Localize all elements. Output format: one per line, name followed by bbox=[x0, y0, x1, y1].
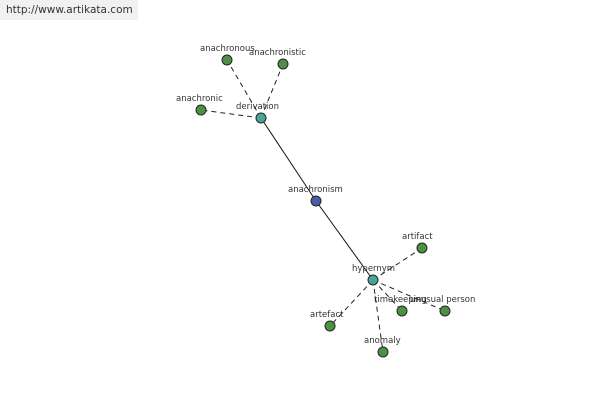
node-label-anachronic[interactable]: anachronic bbox=[176, 94, 223, 104]
graph-edges bbox=[200, 59, 446, 353]
node-unusual-person[interactable] bbox=[439, 305, 451, 317]
node-label-artefact[interactable]: artefact bbox=[310, 310, 344, 320]
node-label-artifact[interactable]: artifact bbox=[402, 232, 433, 242]
edge-derivation-anachronous bbox=[226, 59, 262, 119]
edge-hypernym-unusual-person bbox=[372, 279, 446, 312]
node-derivation[interactable] bbox=[255, 112, 267, 124]
node-label-hypernym[interactable]: hypernym bbox=[352, 264, 395, 274]
node-anachronic[interactable] bbox=[195, 104, 207, 116]
edge-hypernym-anomaly bbox=[372, 279, 384, 353]
node-label-anomaly[interactable]: anomaly bbox=[364, 336, 401, 346]
node-anachronistic[interactable] bbox=[277, 58, 289, 70]
node-label-anachronistic[interactable]: anachronistic bbox=[249, 48, 306, 58]
edge-hypernym-timekeeping bbox=[372, 279, 403, 312]
edge-derivation-anachronic bbox=[200, 109, 262, 119]
node-artefact[interactable] bbox=[324, 320, 336, 332]
site-url-banner[interactable]: http://www.artikata.com bbox=[0, 0, 138, 20]
graph-nodes bbox=[195, 54, 451, 358]
edge-derivation-anachronistic bbox=[260, 63, 284, 119]
node-label-anachronism[interactable]: anachronism bbox=[288, 185, 343, 195]
edge-hypernym-artefact bbox=[329, 279, 374, 327]
node-artifact[interactable] bbox=[416, 242, 428, 254]
node-hypernym[interactable] bbox=[367, 274, 379, 286]
node-label-timekeeping[interactable]: timekeeping bbox=[374, 295, 427, 305]
node-timekeeping[interactable] bbox=[396, 305, 408, 317]
node-anachronism[interactable] bbox=[310, 195, 322, 207]
node-label-unusual-person[interactable]: unusual person bbox=[410, 295, 475, 305]
node-anachronous[interactable] bbox=[221, 54, 233, 66]
node-label-derivation[interactable]: derivation bbox=[236, 102, 279, 112]
edge-anachronism-hypernym bbox=[315, 200, 374, 281]
node-anomaly[interactable] bbox=[377, 346, 389, 358]
edge-hypernym-artifact bbox=[372, 247, 423, 281]
edge-anachronism-derivation bbox=[260, 117, 317, 202]
graph-labels: anachronism derivation hypernym anachronous… bbox=[176, 44, 475, 346]
node-label-anachronous[interactable]: anachronous bbox=[200, 44, 255, 54]
